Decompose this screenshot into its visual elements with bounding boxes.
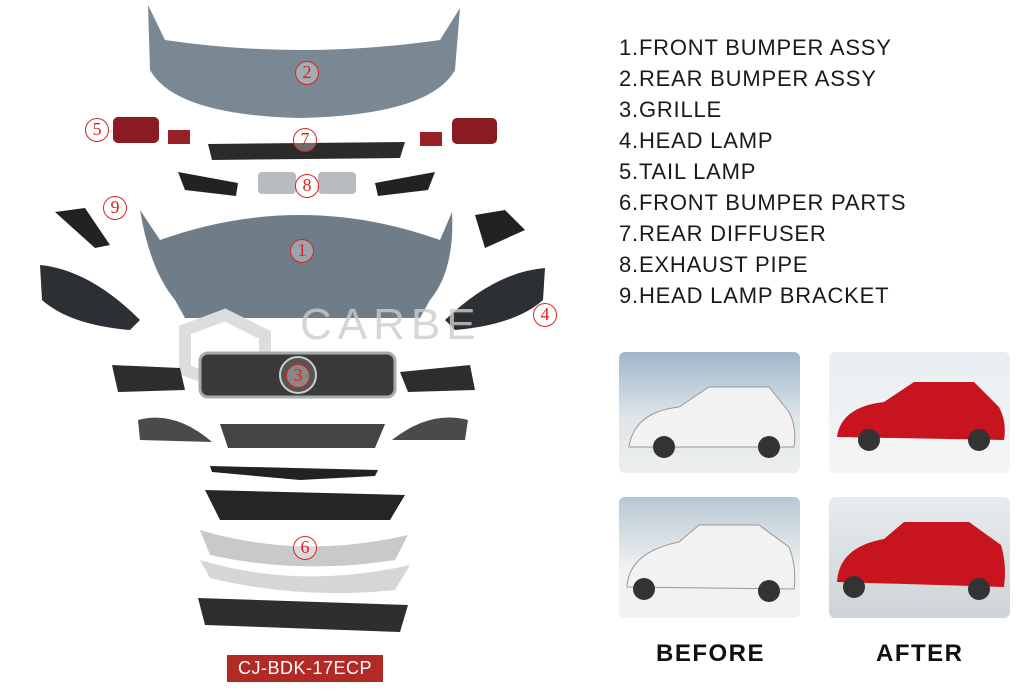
parts-list-item: 5.TAIL LAMP xyxy=(619,159,757,184)
callout-4: 4 xyxy=(533,303,557,327)
fog-cover-left xyxy=(112,365,185,392)
callout-7: 7 xyxy=(293,128,317,152)
callout-6: 6 xyxy=(293,536,317,560)
tail-lamp-right-outer xyxy=(452,118,497,144)
before-label: BEFORE xyxy=(656,640,766,667)
lower-mesh-right xyxy=(392,417,468,440)
callout-2: 2 xyxy=(295,61,319,85)
front-trim-strip xyxy=(210,466,378,480)
product-code-label: CJ-BDK-17ECP xyxy=(227,655,383,682)
watermark: CARBE xyxy=(300,300,482,349)
parts-list-item: 6.FRONT BUMPER PARTS xyxy=(619,190,907,215)
tail-lamp-left-outer xyxy=(113,117,159,143)
callout-1: 1 xyxy=(290,239,314,263)
head-lamp-bracket-right xyxy=(475,210,525,248)
head-lamp-right xyxy=(445,268,545,330)
before-front-photo xyxy=(619,352,800,473)
callout-9: 9 xyxy=(103,196,127,220)
lower-mesh-left xyxy=(138,417,212,442)
callout-8: 8 xyxy=(295,174,319,198)
exhaust-bracket-right xyxy=(375,172,435,196)
exhaust-bracket-left xyxy=(178,172,238,196)
parts-list-item: 9.HEAD LAMP BRACKET xyxy=(619,283,890,308)
fog-cover-right xyxy=(400,365,475,392)
head-lamp-bracket-left xyxy=(55,208,110,248)
exhaust-pipe-right xyxy=(318,172,356,194)
head-lamp-left xyxy=(40,265,140,330)
front-bumper xyxy=(140,210,453,318)
parts-list-item: 7.REAR DIFFUSER xyxy=(619,221,827,246)
parts-list-item: 2.REAR BUMPER ASSY xyxy=(619,66,877,91)
callout-3: 3 xyxy=(286,364,310,388)
after-rear-photo xyxy=(829,497,1010,618)
parts-list: 1.FRONT BUMPER ASSY 2.REAR BUMPER ASSY 3… xyxy=(619,32,906,311)
parts-diagram xyxy=(40,5,545,632)
lower-grille xyxy=(220,424,385,448)
callout-5: 5 xyxy=(85,118,109,142)
front-support xyxy=(198,598,408,632)
parts-list-item: 8.EXHAUST PIPE xyxy=(619,252,809,277)
chrome-strip xyxy=(200,560,410,594)
after-front-photo xyxy=(829,352,1010,473)
tail-lamp-left-inner xyxy=(168,130,190,144)
parts-list-item: 1.FRONT BUMPER ASSY xyxy=(619,35,892,60)
exhaust-pipe-left xyxy=(258,172,296,194)
after-label: AFTER xyxy=(876,640,964,667)
before-rear-photo xyxy=(619,497,800,618)
tail-lamp-right-inner xyxy=(420,132,442,146)
parts-list-item: 4.HEAD LAMP xyxy=(619,128,774,153)
front-absorber xyxy=(205,490,405,520)
parts-list-item: 3.GRILLE xyxy=(619,97,723,122)
